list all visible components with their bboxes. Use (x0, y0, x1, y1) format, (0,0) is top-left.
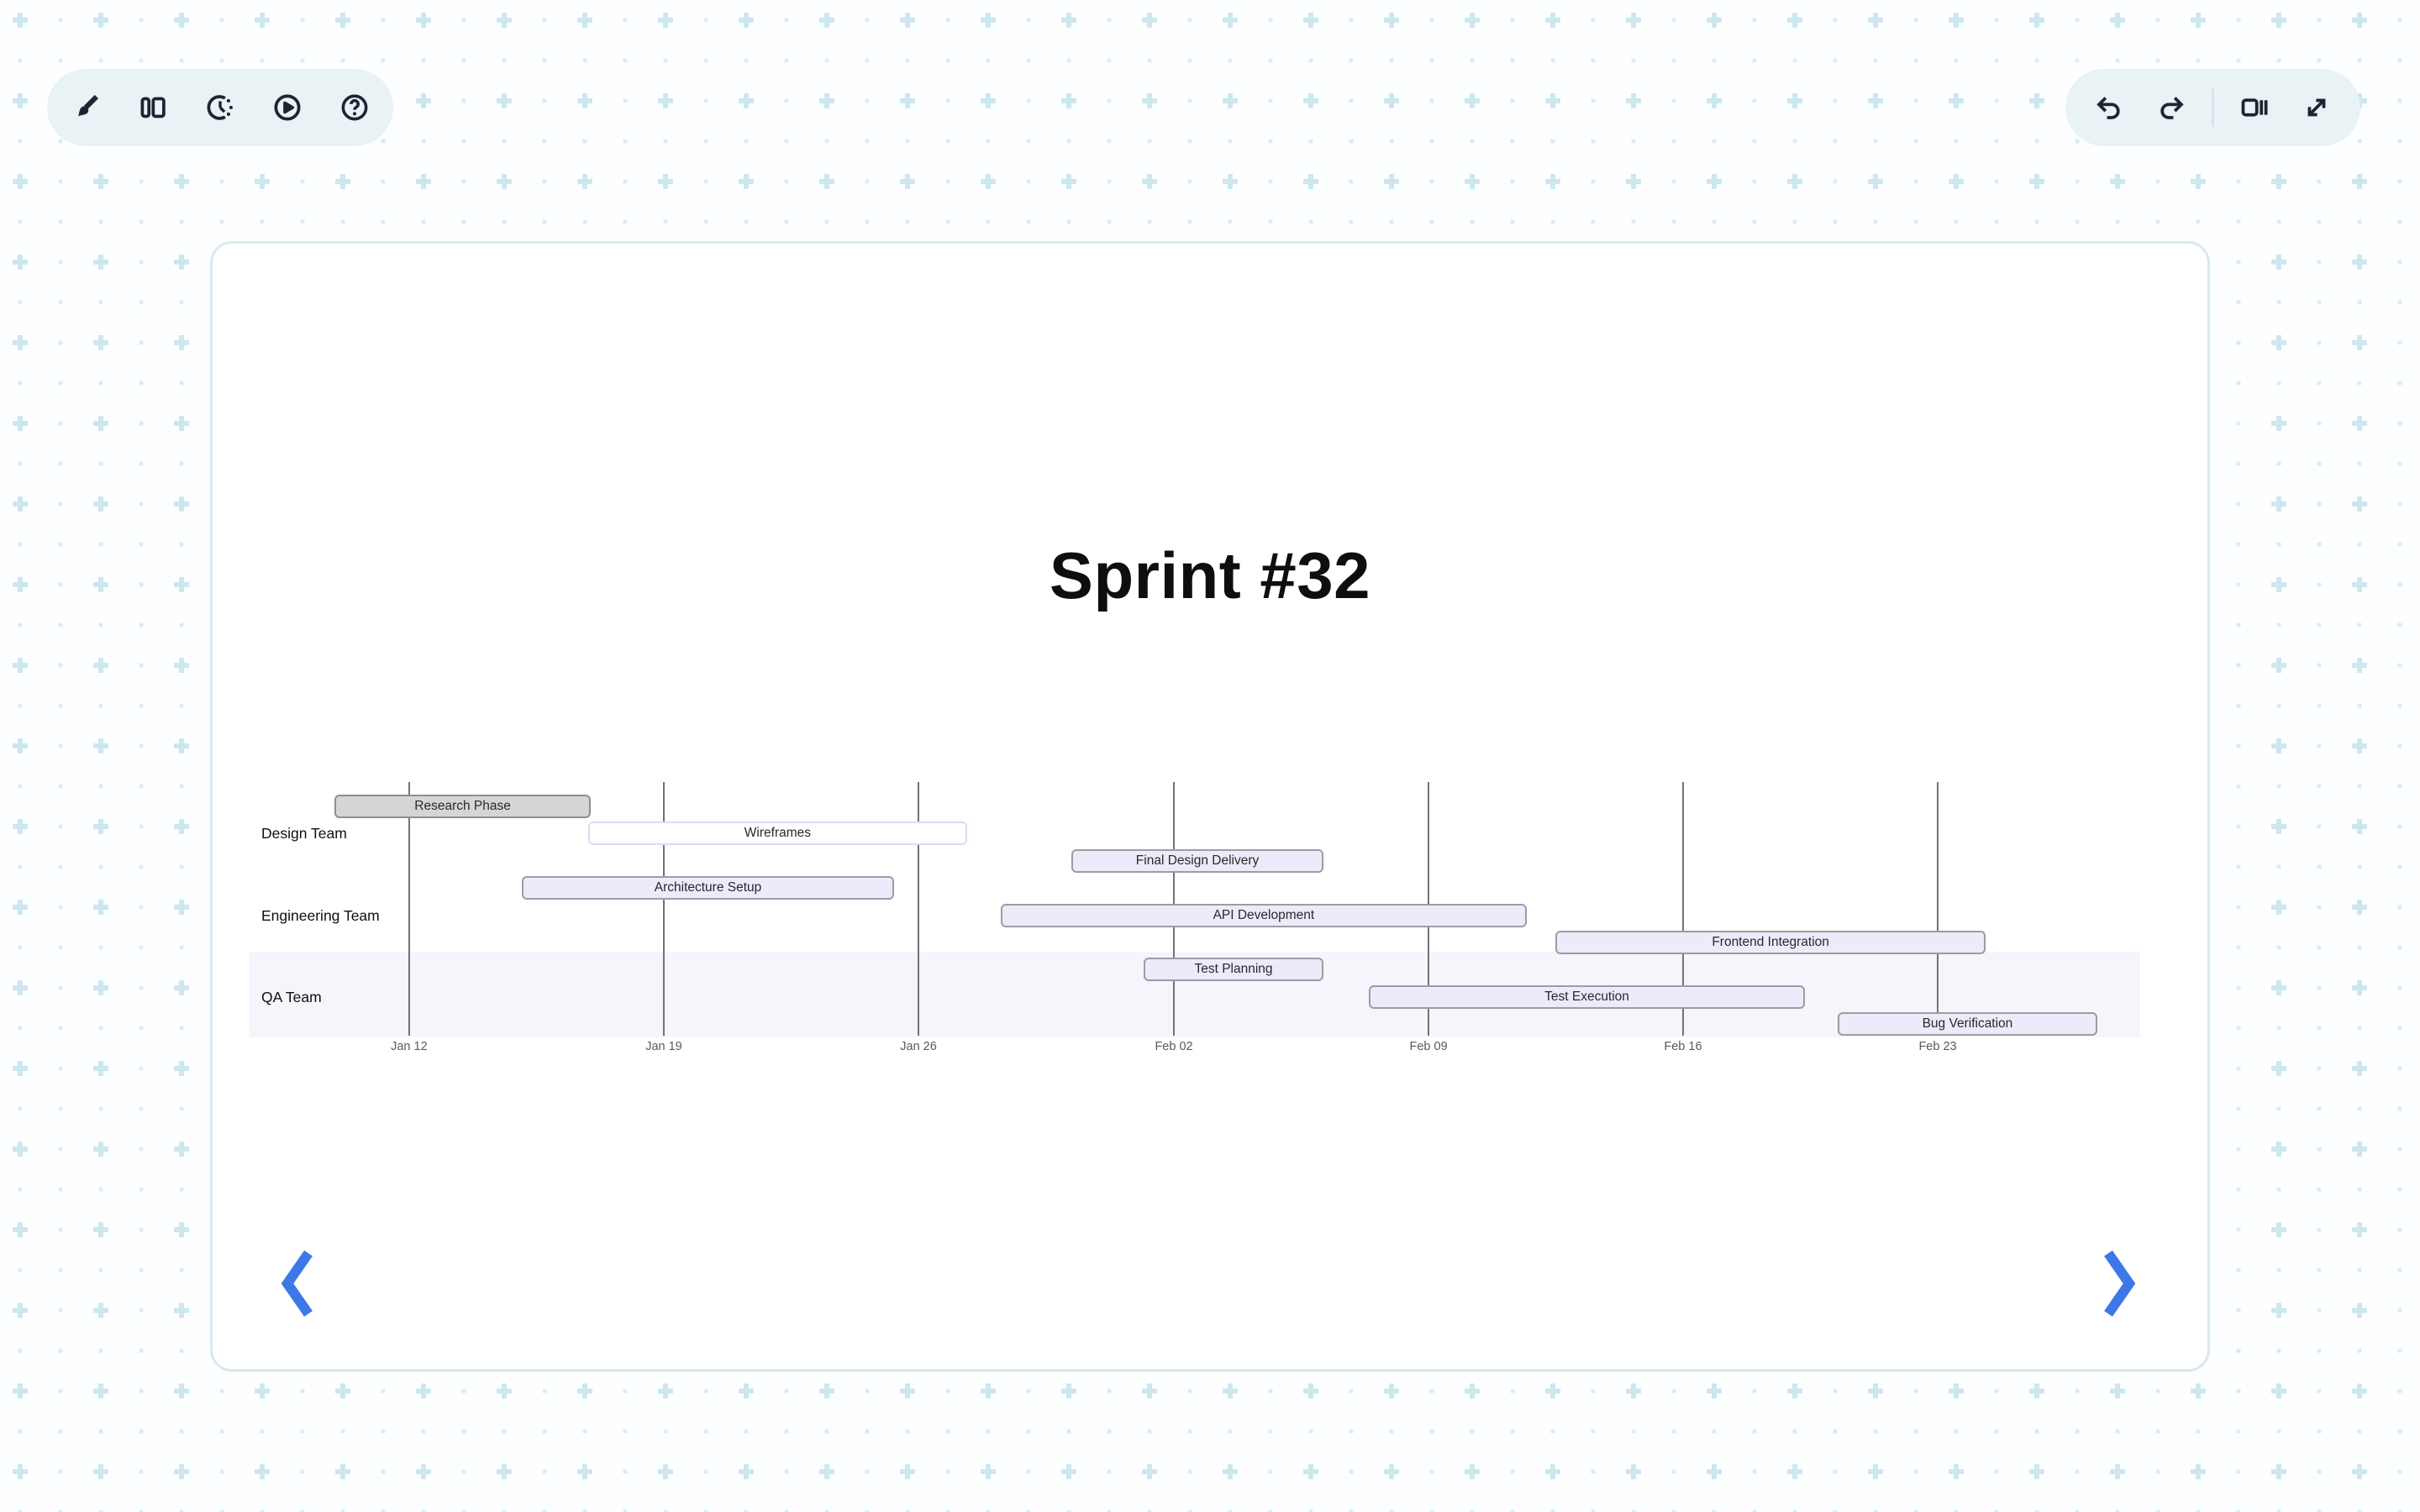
gantt-task-bar[interactable]: Final Design Delivery (1071, 848, 1323, 873)
redo-button[interactable] (2146, 82, 2196, 133)
layout-button[interactable] (128, 82, 178, 133)
toolbar-right (2065, 69, 2360, 146)
next-slide-button[interactable] (2096, 1247, 2143, 1322)
gantt-task-bar[interactable]: Wireframes (587, 822, 967, 846)
gantt-date-label: Feb 02 (1155, 1040, 1193, 1053)
previous-slide-button[interactable] (274, 1247, 321, 1322)
play-button[interactable] (262, 82, 313, 133)
gantt-gridline (918, 782, 920, 1036)
gantt-task-bar[interactable]: Bug Verification (1838, 1012, 2097, 1037)
slides-panel-button[interactable] (2229, 82, 2280, 133)
fullscreen-button[interactable] (2291, 82, 2342, 133)
gantt-date-label: Jan 19 (645, 1040, 682, 1053)
draw-button[interactable] (60, 82, 111, 133)
gantt-gridline (408, 782, 410, 1036)
timer-icon (205, 92, 235, 123)
undo-button[interactable] (2084, 82, 2134, 133)
toolbar-left (47, 69, 393, 146)
gantt-date-label: Feb 09 (1409, 1040, 1448, 1053)
brush-icon (71, 92, 101, 123)
gantt-task-bar[interactable]: Research Phase (334, 795, 592, 818)
gantt-date-label: Jan 12 (391, 1040, 428, 1053)
layout-icon (138, 92, 168, 123)
gantt-date-label: Feb 16 (1664, 1040, 1702, 1053)
gantt-gridline (1937, 782, 1939, 1036)
gantt-task-bar[interactable]: API Development (1000, 903, 1527, 927)
gantt-task-bar[interactable]: Architecture Setup (522, 876, 895, 900)
gantt-gridline (1681, 782, 1684, 1036)
gantt-task-bar[interactable]: Frontend Integration (1555, 931, 1986, 954)
gantt-row-label: Design Team (261, 825, 347, 843)
slide-title: Sprint #32 (1049, 538, 1371, 612)
toolbar-divider (2212, 88, 2214, 127)
gantt-task-bar[interactable]: Test Planning (1144, 958, 1323, 982)
expand-icon (2302, 92, 2332, 123)
gantt-task-bar[interactable]: Test Execution (1369, 984, 1806, 1009)
timer-button[interactable] (195, 82, 245, 133)
help-button[interactable] (329, 82, 380, 133)
gantt-date-label: Jan 26 (900, 1040, 937, 1053)
play-icon (272, 92, 302, 123)
help-icon (339, 92, 370, 123)
undo-icon (2094, 92, 2124, 123)
gantt-gridline (662, 782, 665, 1036)
gantt-date-label: Feb 23 (1918, 1040, 1957, 1053)
redo-icon (2156, 92, 2186, 123)
slides-panel-icon (2239, 92, 2270, 123)
gantt-row-label: Engineering Team (261, 906, 380, 924)
gantt-row-label: QA Team (261, 988, 322, 1005)
chevron-left-icon (277, 1248, 318, 1321)
chevron-right-icon (2099, 1248, 2139, 1321)
